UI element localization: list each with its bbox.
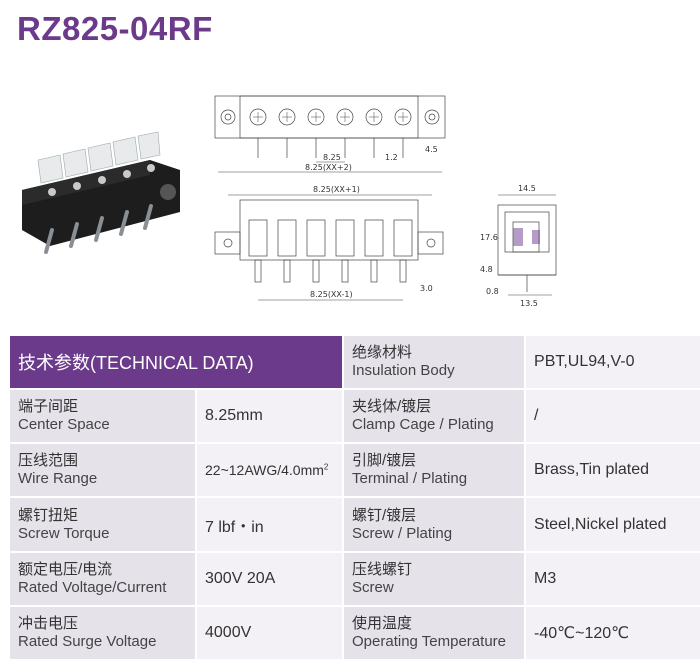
spec-value: PBT,UL94,V-0 — [526, 336, 700, 389]
dim-side-base: 0.8 — [486, 287, 499, 296]
label-en: Wire Range — [18, 470, 98, 488]
spec-value: / — [526, 390, 700, 443]
product-image — [22, 131, 180, 254]
label-zh: 端子间距 — [18, 398, 79, 416]
label-en: Rated Voltage/Current — [18, 578, 167, 596]
label-zh: 压线范围 — [18, 452, 79, 470]
wire-range-value: 22~12AWG/4.0mm — [205, 462, 324, 479]
product-title: RZ825-04RF — [17, 10, 213, 47]
dim-pins-span: 8.25(XX-1) — [310, 290, 353, 299]
spec-label: 额定电压/电流 Rated Voltage/Current — [10, 552, 195, 605]
label-zh: 引脚/镀层 — [352, 452, 417, 470]
dim-pin-width: 1.2 — [385, 153, 398, 162]
spec-value: -40℃~120℃ — [526, 606, 700, 659]
spec-header: 技术参数(TECHNICAL DATA) — [10, 336, 343, 389]
label-zh: 绝缘材料 — [352, 344, 413, 362]
spec-value: 4000V — [197, 606, 343, 659]
technical-drawing: 8.25 8.25(XX+2) 1.2 4.5 8.25(XX+1) 8.25(… — [22, 95, 557, 308]
label-en: Operating Temperature — [352, 632, 506, 650]
dim-pitch: 8.25 — [323, 153, 341, 162]
spec-value: 300V 20A — [197, 552, 343, 605]
spec-value: Steel,Nickel plated — [526, 498, 700, 551]
spec-label: 使用温度 Operating Temperature — [344, 606, 525, 659]
side-view-hatch — [513, 228, 540, 246]
label-en: Center Space — [18, 416, 110, 434]
spec-row: 螺钉扭矩 Screw Torque 7 lbf・in 螺钉/镀层 Screw /… — [10, 498, 700, 551]
spec-row: 压线范围 Wire Range 22~12AWG/4.0mm2 引脚/镀层 Te… — [10, 444, 700, 497]
top-view-drawing — [214, 95, 446, 173]
spec-value: 8.25mm — [197, 390, 343, 443]
spec-label: 螺钉扭矩 Screw Torque — [10, 498, 195, 551]
label-zh: 使用温度 — [352, 614, 413, 632]
spec-value: M3 — [526, 552, 700, 605]
dim-pin-size: 3.0 — [420, 284, 433, 293]
dim-pin-length: 4.5 — [425, 145, 438, 154]
label-zh: 夹线体/镀层 — [352, 398, 432, 416]
wire-range-sup: 2 — [323, 462, 329, 472]
label-zh: 螺钉/镀层 — [352, 506, 417, 524]
dim-total-front: 8.25(XX+1) — [313, 185, 360, 194]
spec-value: 22~12AWG/4.0mm2 — [197, 444, 343, 497]
label-zh: 冲击电压 — [18, 614, 79, 632]
spec-label: 夹线体/镀层 Clamp Cage / Plating — [344, 390, 525, 443]
spec-row: 端子间距 Center Space 8.25mm 夹线体/镀层 Clamp Ca… — [10, 390, 700, 443]
label-zh: 螺钉扭矩 — [18, 506, 79, 524]
label-en: Screw / Plating — [352, 524, 453, 542]
spec-label: 引脚/镀层 Terminal / Plating — [344, 444, 525, 497]
dim-side-depth: 13.5 — [520, 299, 538, 308]
label-en: Terminal / Plating — [352, 470, 468, 488]
label-en: Rated Surge Voltage — [18, 632, 157, 650]
spec-row: 冲击电压 Rated Surge Voltage 4000V 使用温度 Oper… — [10, 606, 700, 659]
spec-table: 技术参数(TECHNICAL DATA) 绝缘材料 Insulation Bod… — [8, 334, 700, 661]
label-zh: 压线螺钉 — [352, 560, 413, 578]
dim-side-width: 14.5 — [518, 184, 536, 193]
spec-label: 端子间距 Center Space — [10, 390, 195, 443]
label-zh: 额定电压/电流 — [18, 560, 113, 578]
dim-side-height: 17.6 — [480, 233, 498, 242]
spec-label: 绝缘材料 Insulation Body — [344, 336, 525, 389]
spec-value: Brass,Tin plated — [526, 444, 700, 497]
label-en: Insulation Body — [352, 362, 455, 380]
label-en: Screw — [352, 578, 394, 596]
spec-row: 额定电压/电流 Rated Voltage/Current 300V 20A 压… — [10, 552, 700, 605]
spec-value: 7 lbf・in — [197, 498, 343, 551]
label-en: Clamp Cage / Plating — [352, 416, 494, 434]
spec-row: 技术参数(TECHNICAL DATA) 绝缘材料 Insulation Bod… — [10, 336, 700, 389]
spec-label: 冲击电压 Rated Surge Voltage — [10, 606, 195, 659]
dim-total-top: 8.25(XX+2) — [305, 163, 352, 172]
front-view-drawing — [214, 194, 444, 301]
spec-label: 压线范围 Wire Range — [10, 444, 195, 497]
spec-label: 螺钉/镀层 Screw / Plating — [344, 498, 525, 551]
dim-side-pin: 4.8 — [480, 265, 493, 274]
spec-label: 压线螺钉 Screw — [344, 552, 525, 605]
label-en: Screw Torque — [18, 524, 110, 542]
side-view-drawing — [497, 194, 557, 296]
